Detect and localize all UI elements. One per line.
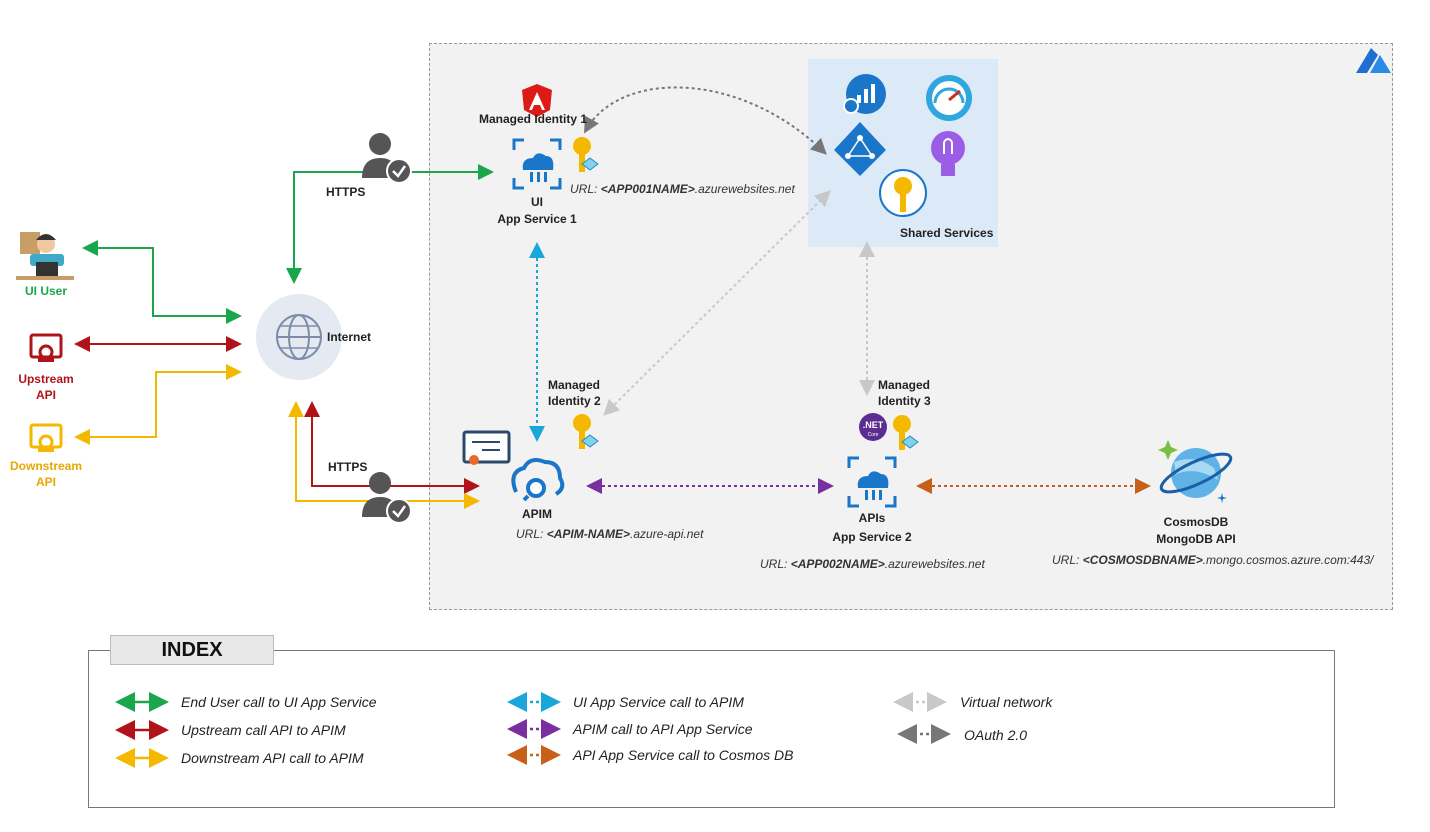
apis-subtitle: App Service 2 xyxy=(832,530,912,544)
key-icon xyxy=(893,415,919,450)
https-label-bottom: HTTPS xyxy=(328,460,368,474)
legend-label: Virtual network xyxy=(960,694,1053,710)
legend-label: API App Service call to Cosmos DB xyxy=(573,747,794,763)
key-icon xyxy=(573,414,599,449)
legend-label: OAuth 2.0 xyxy=(964,727,1028,743)
verified-user-icon xyxy=(362,472,412,524)
connector-user-internet xyxy=(82,240,242,324)
legend-label: End User call to UI App Service xyxy=(181,694,377,710)
apim-title: APIM xyxy=(522,507,552,521)
upstream-api-label: Upstream API xyxy=(18,372,74,402)
shared-services-label: Shared Services xyxy=(900,226,994,240)
downstream-api-label: Downstream API xyxy=(9,459,83,489)
verified-user-icon xyxy=(362,133,412,184)
index-title: INDEX xyxy=(110,635,274,665)
legend-arrows xyxy=(115,692,951,768)
managed-identity-2-label: Managed Identity 2 xyxy=(548,378,601,408)
key-icon xyxy=(573,137,599,172)
legend-label: Upstream call API to APIM xyxy=(181,722,346,738)
cosmos-db-icon xyxy=(1158,440,1233,503)
https-label-top: HTTPS xyxy=(326,185,366,199)
dotnet-badge-subtext: Core xyxy=(868,432,879,438)
apim-url: URL: <APIM-NAME>.azure-api.net xyxy=(516,527,704,541)
cosmos-title: CosmosDB xyxy=(1163,515,1229,529)
ui-app-service-title: UI xyxy=(531,195,543,209)
downstream-api-icon xyxy=(29,423,63,452)
legend-label: UI App Service call to APIM xyxy=(573,694,744,710)
apim-cloud-icon xyxy=(511,458,565,502)
upstream-api-icon xyxy=(29,333,63,362)
ui-app-service-subtitle: App Service 1 xyxy=(497,212,577,226)
ui-user-label: UI User xyxy=(24,284,68,298)
cosmos-url: URL: <COSMOSDBNAME>.mongo.cosmos.azure.c… xyxy=(1052,553,1374,567)
connector-oauth xyxy=(584,86,827,155)
apis-title: APIs xyxy=(858,511,886,525)
cosmos-subtitle: MongoDB API xyxy=(1156,532,1236,546)
certificate-icon xyxy=(462,430,511,465)
app-service-icon xyxy=(512,138,562,190)
azure-logo-icon xyxy=(1356,48,1391,73)
internet-globe-icon xyxy=(256,294,342,380)
dotnet-core-icon: .NET Core xyxy=(859,413,887,441)
legend-label: APIM call to API App Service xyxy=(573,721,753,737)
connector-vnet-apim-shared xyxy=(603,190,831,416)
key-vault-icon xyxy=(879,169,927,217)
dotnet-badge-text: .NET xyxy=(863,420,884,430)
lightbulb-icon xyxy=(931,131,965,176)
connector-downstream-internet xyxy=(74,364,242,445)
app-service-icon xyxy=(847,456,897,508)
angular-icon xyxy=(522,84,552,117)
internet-label: Internet xyxy=(327,330,372,344)
managed-identity-3-label: Managed Identity 3 xyxy=(878,378,931,408)
developer-user-icon xyxy=(16,232,74,280)
connector-internet-ui-app xyxy=(286,164,494,284)
ui-app-url: URL: <APP001NAME>.azurewebsites.net xyxy=(570,182,795,196)
active-directory-icon xyxy=(834,122,886,176)
legend-label: Downstream API call to APIM xyxy=(181,750,364,766)
apis-url: URL: <APP002NAME>.azurewebsites.net xyxy=(760,557,985,571)
index-legend-box xyxy=(88,650,1335,808)
managed-identity-1-label: Managed Identity 1 xyxy=(479,112,588,126)
connector-internet-apim-yellow xyxy=(288,401,480,509)
dashboard-gauge-icon xyxy=(926,75,972,121)
monitor-insights-icon xyxy=(843,74,886,114)
